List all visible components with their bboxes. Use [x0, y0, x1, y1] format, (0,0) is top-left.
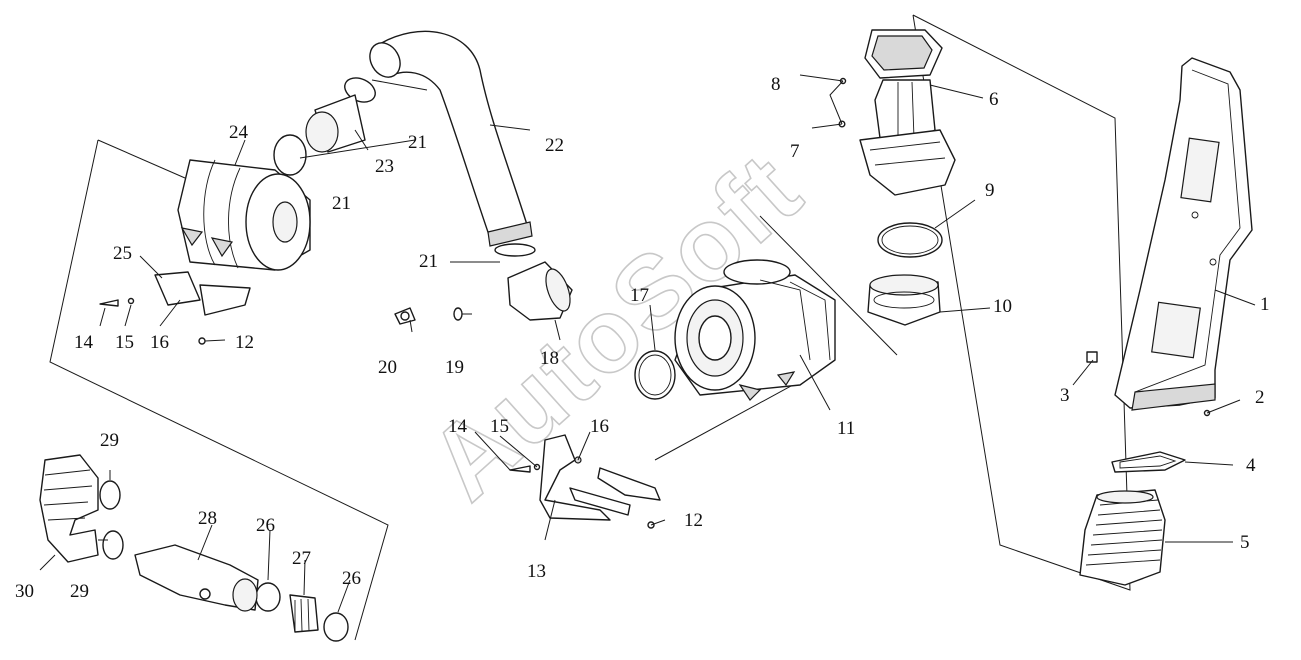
- part-19-washer: [453, 307, 463, 321]
- callout-12a: 12: [235, 332, 254, 353]
- part-9-clamp: [877, 222, 943, 258]
- callout-24: 24: [229, 122, 249, 143]
- frame-left-filter: [49, 139, 389, 641]
- part-20-sensor: [394, 307, 416, 325]
- part-24-air-filter: [177, 159, 311, 271]
- callout-14b: 14: [448, 416, 468, 437]
- frame-center-filter: [654, 215, 898, 461]
- callout-5: 5: [1240, 532, 1250, 553]
- part-5-bellows: [1079, 489, 1166, 586]
- callout-30: 30: [15, 581, 34, 602]
- callout-8: 8: [771, 74, 781, 95]
- callout-29b: 29: [70, 581, 89, 602]
- callout-20: 20: [378, 357, 397, 378]
- part-10-adapter: [867, 274, 941, 326]
- leader-lines: [39, 74, 1256, 613]
- callout-6: 6: [989, 89, 999, 110]
- callout-9: 9: [985, 180, 995, 201]
- callout-10: 10: [993, 296, 1012, 317]
- callout-19: 19: [445, 357, 464, 378]
- part-28-hose: [134, 544, 259, 612]
- callout-16a: 16: [150, 332, 169, 353]
- callout-16b: 16: [590, 416, 609, 437]
- callout-14a: 14: [74, 332, 94, 353]
- callout-26b: 26: [342, 568, 361, 589]
- part-6-intake-head: [859, 29, 956, 196]
- part-23-sleeve: [305, 94, 366, 153]
- callout-23: 23: [375, 156, 394, 177]
- callout-labels: 1 2 3 4 5 6 7 8 9 10 11 12 12 13 14 14 1…: [15, 74, 1270, 602]
- callout-21c: 21: [419, 251, 438, 272]
- callout-2: 2: [1255, 387, 1265, 408]
- callout-3: 3: [1060, 385, 1070, 406]
- part-26-clamp: [255, 582, 349, 642]
- callout-13: 13: [527, 561, 546, 582]
- callout-28: 28: [198, 508, 217, 529]
- part-27-connector: [289, 594, 319, 633]
- callout-21a: 21: [408, 132, 427, 153]
- callout-29a: 29: [100, 430, 119, 451]
- callout-25: 25: [113, 243, 132, 264]
- callout-15a: 15: [115, 332, 134, 353]
- part-29-clamp: [99, 480, 124, 560]
- part-18-elbow: [507, 261, 573, 321]
- part-30-elbow-hose: [39, 454, 99, 563]
- callout-1: 1: [1260, 294, 1270, 315]
- callout-18: 18: [540, 348, 559, 369]
- callout-12b: 12: [684, 510, 703, 531]
- callout-15b: 15: [490, 416, 509, 437]
- part-4-gasket: [1111, 451, 1186, 473]
- frame-right-snorkel: [912, 14, 1131, 591]
- part-13-bracket: [539, 434, 661, 521]
- callout-22: 22: [545, 135, 564, 156]
- callout-11: 11: [837, 418, 855, 439]
- part-11-air-filter-housing: [674, 259, 836, 401]
- callout-26a: 26: [256, 515, 275, 536]
- part-22-intake-pipe: [369, 30, 533, 247]
- part-14-bolt: [99, 299, 531, 473]
- part-25-bracket: [154, 271, 251, 316]
- callout-27: 27: [292, 548, 311, 569]
- callout-7: 7: [790, 141, 800, 162]
- callout-17: 17: [630, 285, 649, 306]
- callout-21b: 21: [332, 193, 351, 214]
- part-1-snorkel-housing: [1114, 57, 1253, 411]
- part-17-clamp: [634, 350, 676, 400]
- callout-4: 4: [1246, 455, 1256, 476]
